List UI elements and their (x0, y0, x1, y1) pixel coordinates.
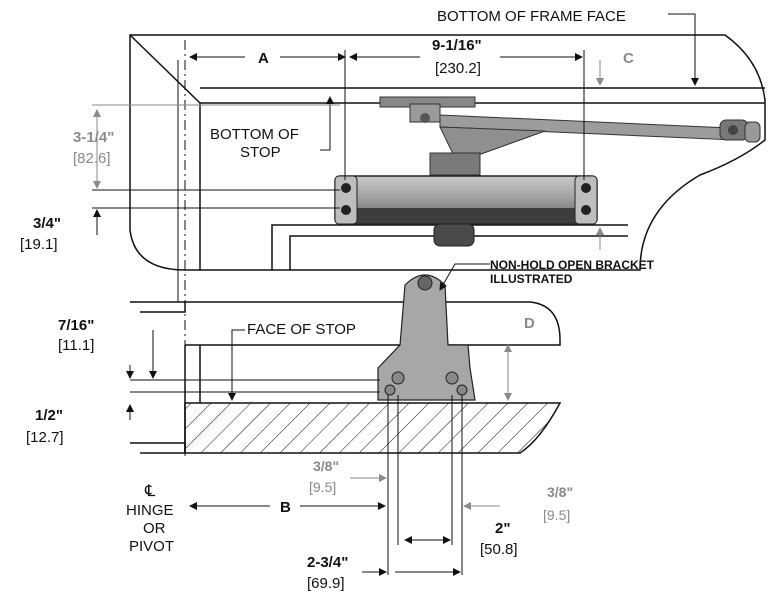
label-82-6: [82.6] (73, 150, 111, 167)
label-3-8-right: 3/8" (547, 484, 573, 500)
label-230-2: [230.2] (435, 60, 481, 77)
label-69-9: [69.9] (307, 575, 345, 592)
label-7-16: 7/16" (58, 317, 94, 334)
label-dim-a: A (258, 50, 269, 67)
label-2-3-4: 2-3/4" (307, 554, 348, 571)
label-centerline: ℄ (144, 483, 156, 500)
label-bottom-frame-face: BOTTOM OF FRAME FACE (437, 8, 626, 25)
label-3-8-left: 3/8" (313, 458, 339, 474)
label-9-1-16: 9-1/16" (432, 37, 482, 54)
label-11-1: [11.1] (58, 337, 94, 354)
label-bracket-2: ILLUSTRATED (490, 272, 573, 286)
closer-arm (379, 96, 761, 159)
label-9-5-right: [9.5] (543, 507, 570, 523)
dimension-lines (92, 13, 699, 576)
label-hinge: HINGE (126, 502, 174, 519)
label-3-1-4: 3-1/4" (73, 129, 114, 146)
label-2-in: 2" (495, 520, 510, 537)
label-3-4: 3/4" (33, 215, 61, 232)
gray-dimension-lines (92, 60, 604, 510)
label-face-of-stop: FACE OF STOP (247, 321, 356, 338)
label-dim-c: C (623, 50, 634, 67)
label-pivot: PIVOT (129, 538, 174, 555)
frame-outline (129, 34, 766, 271)
label-19-1: [19.1] (20, 236, 58, 253)
closer-body (334, 152, 598, 247)
label-stop: STOP (240, 144, 281, 161)
label-dim-d: D (524, 315, 535, 332)
door-hatched-section (184, 402, 562, 454)
label-or: OR (143, 520, 166, 537)
label-bottom-of: BOTTOM OF (210, 126, 299, 143)
label-50-8: [50.8] (480, 541, 518, 558)
label-bracket-1: NON-HOLD OPEN BRACKET (490, 258, 655, 272)
label-1-2: 1/2" (35, 407, 63, 424)
label-12-7: [12.7] (26, 429, 64, 446)
bracket (377, 274, 476, 401)
label-9-5-left: [9.5] (309, 479, 336, 495)
label-dim-b: B (280, 499, 291, 516)
